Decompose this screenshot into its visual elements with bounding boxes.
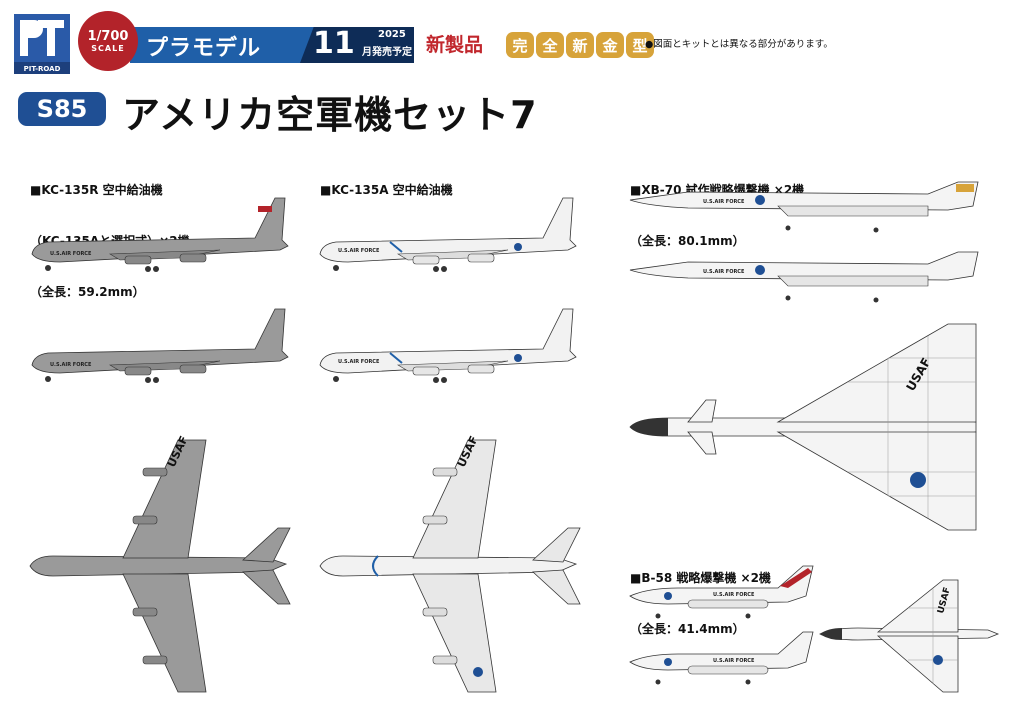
scale-badge: 1/700 SCALE: [78, 11, 138, 71]
xb70-side-view-2: U.S.AIR FORCE: [629, 251, 979, 303]
fuselage-marking: U.S.AIR FORCE: [50, 251, 92, 257]
fuselage-marking: U.S.AIR FORCE: [713, 658, 755, 664]
new-mold-char: 完: [506, 32, 534, 58]
new-product-label: 新製品: [426, 34, 484, 56]
scale-text: 1/700: [87, 28, 129, 44]
b58-label-line2: （全長：41.4mm）: [630, 622, 745, 636]
b58-top-view: USAF: [819, 579, 1000, 693]
new-mold-badges: 完 全 新 金 型: [506, 32, 654, 58]
xb70-side-view-1: U.S.AIR FORCE: [629, 181, 979, 233]
kc135a-side-view-2: U.S.AIR FORCE: [319, 308, 577, 383]
scale-word: SCALE: [91, 43, 125, 53]
new-mold-char: 金: [596, 32, 624, 58]
b58-side-view-2: U.S.AIR FORCE: [629, 631, 814, 685]
new-mold-char: 全: [536, 32, 564, 58]
release-month: 11: [313, 26, 355, 61]
header-bar-release: [300, 27, 414, 63]
kc135r-label-line1: ■KC-135R 空中給油機: [30, 183, 163, 197]
genre-label: プラモデル: [146, 36, 262, 61]
kc135a-side-view-1: U.S.AIR FORCE: [319, 197, 577, 272]
kc135a-top-view: USAF: [319, 434, 581, 693]
kc135r-label-line3: （全長：59.2mm）: [30, 285, 145, 299]
brand-text: PIT-ROAD: [24, 65, 61, 73]
new-mold-char: 型: [626, 32, 654, 58]
xb70-label-line2: （全長：80.1mm）: [630, 234, 745, 248]
kc135a-label-line1: ■KC-135A 空中給油機: [320, 183, 453, 197]
b58-label-line1: ■B-58 戦略爆撃機 ×2機: [630, 571, 771, 585]
product-code-badge: S85: [18, 92, 106, 126]
fuselage-marking: U.S.AIR FORCE: [338, 248, 380, 254]
kc135a-label: ■KC-135A 空中給油機: [320, 148, 453, 216]
fuselage-marking: U.S.AIR FORCE: [703, 199, 745, 205]
b58-side-view-1: U.S.AIR FORCE: [629, 565, 814, 619]
kc135r-side-view-1: U.S.AIR FORCE: [31, 197, 289, 272]
kc135r-top-view: USAF: [29, 434, 291, 693]
logo-mark-icon: PIT-ROAD: [14, 14, 70, 74]
xb70-top-view: USAF: [629, 323, 977, 531]
release-note: 月発売予定: [362, 47, 412, 58]
release-year: 2025: [378, 29, 406, 40]
fuselage-marking: U.S.AIR FORCE: [338, 359, 380, 365]
fuselage-marking: U.S.AIR FORCE: [703, 269, 745, 275]
product-title: アメリカ空軍機セット7: [122, 93, 538, 137]
fuselage-marking: U.S.AIR FORCE: [713, 592, 755, 598]
new-mold-char: 新: [566, 32, 594, 58]
fuselage-marking: U.S.AIR FORCE: [50, 362, 92, 368]
kc135r-side-view-2: U.S.AIR FORCE: [31, 308, 289, 383]
notice-text: ●図面とキットとは異なる部分があります。: [645, 39, 833, 50]
pit-road-logo: PIT-ROAD: [14, 14, 70, 74]
b58-label: ■B-58 戦略爆撃機 ×2機 （全長：41.4mm）: [630, 536, 771, 655]
